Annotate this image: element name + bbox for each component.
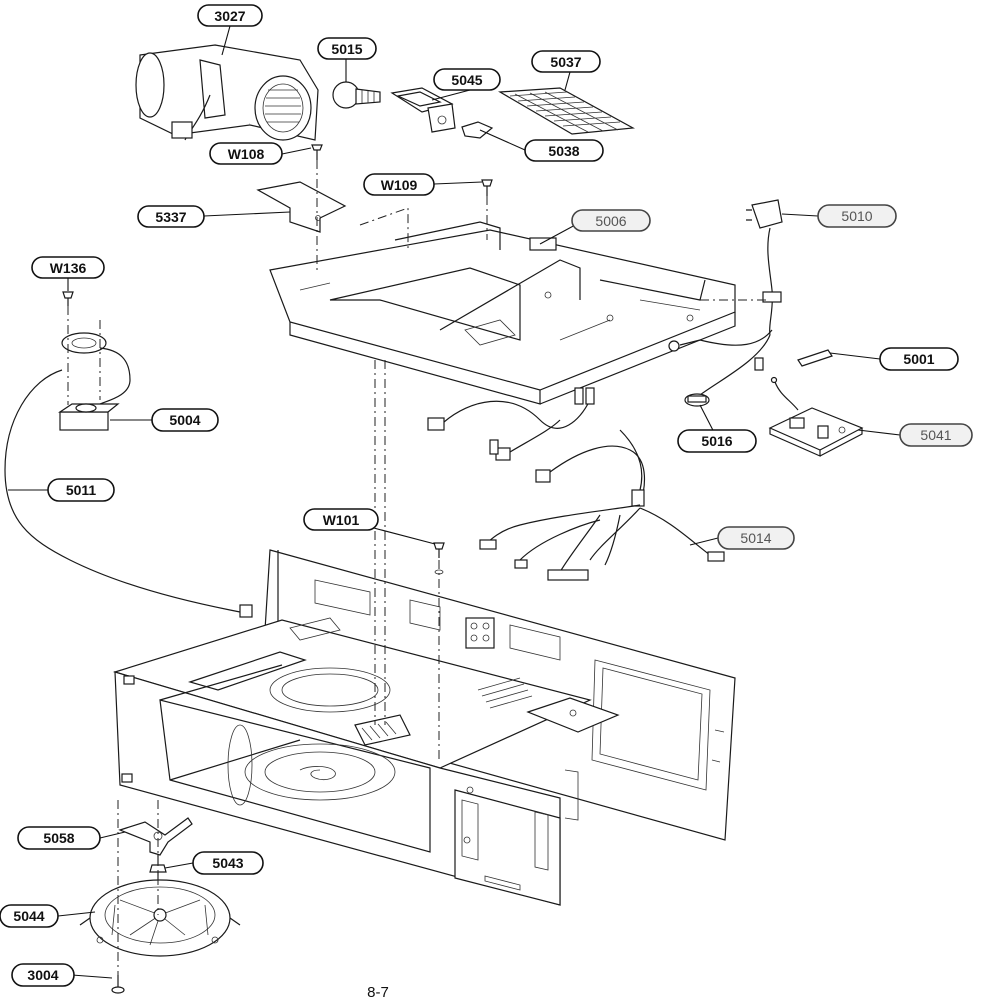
lamp-cover-drawing <box>461 121 494 139</box>
base-plate-drawing <box>269 221 736 405</box>
screw-w109-drawing <box>481 179 493 196</box>
part-number-5014: 5014 <box>740 530 771 546</box>
part-number-5010: 5010 <box>841 208 872 224</box>
part-label-5014: 5014 <box>717 526 795 550</box>
part-number-5058: 5058 <box>43 830 74 846</box>
part-number-5037: 5037 <box>550 54 581 70</box>
part-number-3004: 3004 <box>27 967 58 983</box>
part-number-W109: W109 <box>381 177 418 193</box>
part-label-W136: W136 <box>31 256 105 279</box>
part-label-5001: 5001 <box>879 347 959 371</box>
bracket-drawing <box>256 181 347 233</box>
part-label-5037: 5037 <box>531 50 601 73</box>
part-number-5045: 5045 <box>451 72 482 88</box>
screw-w101-drawing <box>433 542 445 575</box>
part-label-3027: 3027 <box>197 4 263 27</box>
part-number-5001: 5001 <box>903 351 934 367</box>
part-label-5044: 5044 <box>0 904 59 928</box>
part-number-5004: 5004 <box>169 412 200 428</box>
page-number: 8-7 <box>367 984 389 1000</box>
lamp-drawing <box>332 81 381 109</box>
part-label-5006: 5006 <box>571 209 651 232</box>
part-number-3027: 3027 <box>214 8 245 24</box>
lamp-holder-drawing <box>390 87 456 133</box>
part-number-5015: 5015 <box>331 41 362 57</box>
part-number-W136: W136 <box>50 260 87 276</box>
part-label-5011: 5011 <box>47 478 115 502</box>
part-label-5038: 5038 <box>524 139 604 162</box>
part-label-3004: 3004 <box>11 963 75 987</box>
part-number-5041: 5041 <box>920 427 951 443</box>
part-label-5045: 5045 <box>433 68 501 91</box>
part-label-5337: 5337 <box>137 205 205 228</box>
grease-filter-drawing <box>498 87 635 135</box>
thermostat-drawing <box>684 393 710 407</box>
screw-3004-drawing <box>111 975 125 994</box>
part-number-5044: 5044 <box>13 908 44 924</box>
blower-fan-drawing <box>135 44 319 141</box>
part-label-W101: W101 <box>303 508 379 531</box>
damper-motor-drawing <box>58 332 131 431</box>
sensor-cord-drawing <box>4 369 253 618</box>
power-cord-drawing <box>668 199 783 396</box>
turntable-motor-drawing <box>79 879 241 957</box>
leader-lines <box>8 25 901 979</box>
part-number-W101: W101 <box>323 512 360 528</box>
screw-w136-drawing <box>62 291 74 306</box>
part-number-5011: 5011 <box>66 482 97 498</box>
part-label-5058: 5058 <box>17 826 101 850</box>
part-label-5043: 5043 <box>192 851 264 875</box>
part-label-5010: 5010 <box>817 204 897 228</box>
cavity-chassis-drawing <box>112 549 736 906</box>
part-label-5004: 5004 <box>151 408 219 432</box>
part-number-5337: 5337 <box>155 209 186 225</box>
alignment-lines <box>67 160 770 975</box>
part-number-5038: 5038 <box>548 143 579 159</box>
turntable-coupler-drawing <box>118 817 193 856</box>
part-number-5043: 5043 <box>212 855 243 871</box>
part-label-5041: 5041 <box>899 423 973 447</box>
wire-harness-drawing <box>427 387 725 581</box>
screw-w108-drawing <box>311 144 323 160</box>
part-number-5006: 5006 <box>595 213 626 229</box>
part-label-W108: W108 <box>209 142 283 165</box>
part-number-W108: W108 <box>228 146 265 162</box>
part-number-5016: 5016 <box>701 433 732 449</box>
fuse-drawing <box>797 349 833 367</box>
part-label-W109: W109 <box>363 173 435 196</box>
part-label-5016: 5016 <box>677 429 757 453</box>
part-label-5015: 5015 <box>317 37 377 60</box>
noise-filter-board-drawing <box>768 376 864 457</box>
